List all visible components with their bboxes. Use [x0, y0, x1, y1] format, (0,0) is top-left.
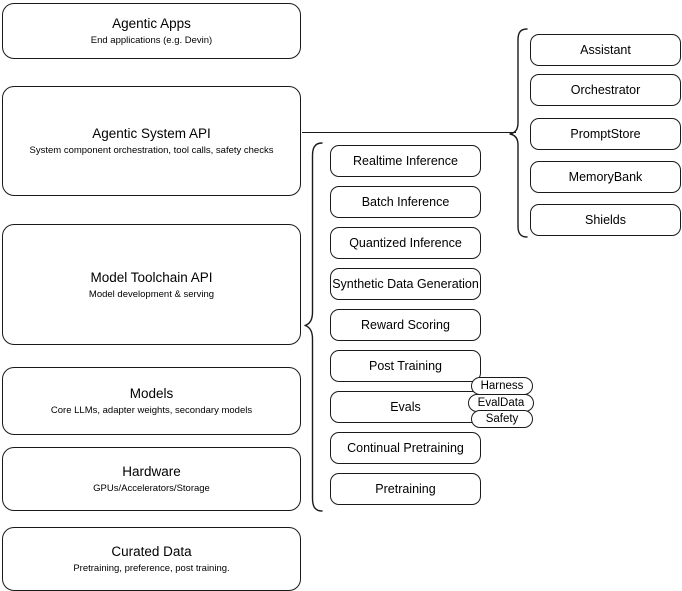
component-label: Evals [390, 400, 421, 414]
component-label: Reward Scoring [361, 318, 450, 332]
layer-title: Model Toolchain API [90, 269, 213, 285]
component-label: Continual Pretraining [347, 441, 464, 455]
component-post-training[interactable]: Post Training [330, 350, 481, 382]
component-assistant[interactable]: Assistant [530, 34, 681, 66]
layer-subtitle: Core LLMs, adapter weights, secondary mo… [50, 405, 253, 416]
component-label: Post Training [369, 359, 442, 373]
component-memorybank[interactable]: MemoryBank [530, 161, 681, 193]
component-shields[interactable]: Shields [530, 204, 681, 236]
layer-curated-data[interactable]: Curated Data Pretraining, preference, po… [2, 527, 301, 591]
component-promptstore[interactable]: PromptStore [530, 118, 681, 150]
component-label: Realtime Inference [353, 154, 458, 168]
component-label: Shields [585, 213, 626, 227]
component-evals[interactable]: Evals [330, 391, 481, 423]
layer-title: Hardware [122, 464, 181, 479]
layer-subtitle: Pretraining, preference, post training. [73, 563, 230, 574]
component-label: MemoryBank [568, 170, 643, 184]
component-label: Assistant [580, 43, 631, 57]
component-reward-scoring[interactable]: Reward Scoring [330, 309, 481, 341]
eval-tag-harness[interactable]: Harness [471, 377, 533, 395]
component-synthetic-data-generation[interactable]: Synthetic Data Generation [330, 268, 481, 300]
layer-title: Curated Data [111, 544, 192, 559]
layer-title: Agentic System API [92, 126, 211, 141]
layer-title: Models [129, 386, 174, 401]
eval-tag-safety[interactable]: Safety [471, 410, 533, 428]
component-label: Quantized Inference [349, 236, 462, 250]
component-continual-pretraining[interactable]: Continual Pretraining [330, 432, 481, 464]
layer-agentic-system-api[interactable]: Agentic System API System component orch… [2, 86, 301, 196]
component-label: PromptStore [570, 127, 641, 141]
component-label: Synthetic Data Generation [332, 277, 479, 291]
component-label: Orchestrator [570, 83, 641, 97]
layer-agentic-apps[interactable]: Agentic Apps End applications (e.g. Devi… [2, 3, 301, 59]
eval-tag-label: Safety [485, 413, 519, 425]
layer-subtitle: GPUs/Accelerators/Storage [93, 483, 210, 494]
eval-tag-label: EvalData [477, 397, 525, 409]
component-batch-inference[interactable]: Batch Inference [330, 186, 481, 218]
layer-model-toolchain-api[interactable]: Model Toolchain API Model development & … [2, 224, 301, 345]
component-orchestrator[interactable]: Orchestrator [530, 74, 681, 106]
layer-subtitle: System component orchestration, tool cal… [29, 145, 274, 156]
layer-hardware[interactable]: Hardware GPUs/Accelerators/Storage [2, 447, 301, 511]
component-label: Batch Inference [361, 195, 450, 209]
connector-agentic-system-to-components [302, 132, 516, 134]
toolchain-brace [304, 140, 324, 518]
layer-title: Agentic Apps [112, 16, 191, 31]
eval-tag-label: Harness [480, 380, 524, 392]
component-realtime-inference[interactable]: Realtime Inference [330, 145, 481, 177]
component-label: Pretraining [375, 482, 436, 496]
layer-subtitle: End applications (e.g. Devin) [90, 35, 213, 46]
layer-models[interactable]: Models Core LLMs, adapter weights, secon… [2, 367, 301, 435]
component-quantized-inference[interactable]: Quantized Inference [330, 227, 481, 259]
component-pretraining[interactable]: Pretraining [330, 473, 481, 505]
layer-subtitle: Model development & serving [88, 288, 215, 300]
